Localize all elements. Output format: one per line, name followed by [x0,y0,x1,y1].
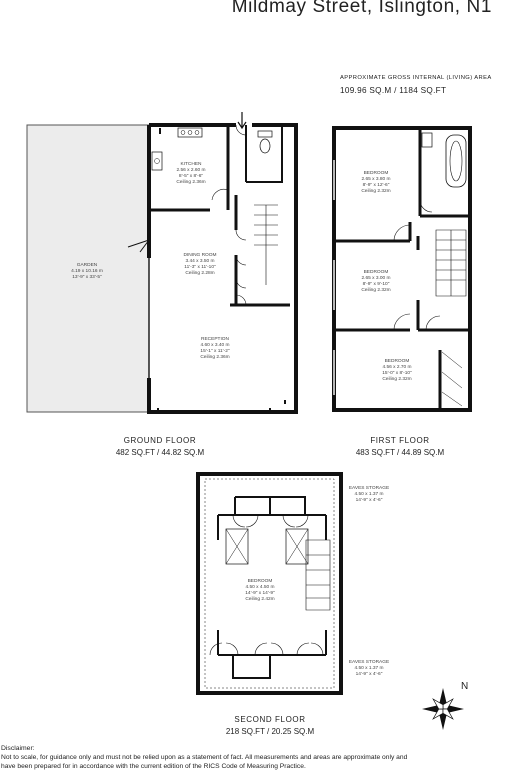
first-floor-outer-wall [332,126,472,412]
second-floor-stairs [305,539,331,611]
stairs [254,204,278,285]
area-caption: APPROXIMATE GROSS INTERNAL (LIVING) AREA [340,75,492,81]
ground-floor-title: GROUND FLOOR [123,436,197,445]
bath [445,134,467,188]
skylight-right [285,528,309,565]
area-value: 109.96 SQ.M / 1184 SQ.FT [340,86,447,95]
second-floor-outer-wall [196,472,343,695]
compass-north-label: N [461,681,469,692]
hob [177,127,203,138]
first-floor-stairs [435,229,467,297]
entrance-arrow [237,112,247,130]
toilet [259,138,271,154]
second-floor-area: 218 SQ.FT / 20.25 SQ.M [225,727,315,736]
cupboard-doors-bottom [209,642,324,656]
disclaimer-line-2: have been prepared for in accordance wit… [1,763,306,770]
bedroom-wall-bottom [217,630,327,656]
cupboards-bottom [232,655,271,679]
first-floor-plan [332,126,472,412]
bedroom1-wall [334,128,470,243]
first-floor-title: FIRST FLOOR [370,436,430,445]
bedroom2-wall [334,236,420,332]
wardrobe [441,351,463,407]
compass-rose-icon [422,688,464,730]
first-floor-area: 483 SQ.FT / 44.89 SQ.M [355,448,445,457]
second-floor-title: SECOND FLOOR [234,715,306,724]
ground-floor-area: 482 SQ.FT / 44.82 SQ.M [115,448,205,457]
sink [151,151,163,171]
property-title: Mildmay Street, Islington, N1 [231,0,492,17]
bedroom-wall-top [217,514,327,540]
ground-floor-plan [26,112,298,414]
cupboard-doors-top [232,514,309,528]
hall-wall [230,195,290,307]
kitchen-wall [149,125,230,212]
eaves-line [204,478,335,689]
skylight-left [225,528,249,565]
disclaimer-line-1: Not to scale, for guidance only and must… [1,754,408,761]
bifold-door [127,239,150,253]
cupboards-top [234,496,306,515]
cupboard-doors [235,229,247,306]
disclaimer-title: Disclaimer: [1,745,35,752]
wc-wall [245,125,283,183]
bedroom3-wall [418,328,470,410]
disclaimer: Disclaimer: Not to scale, for guidance o… [1,744,506,771]
first-floor-doors [393,199,441,331]
basin [421,132,433,148]
second-floor-plan [196,472,343,695]
garden-area [26,124,150,413]
